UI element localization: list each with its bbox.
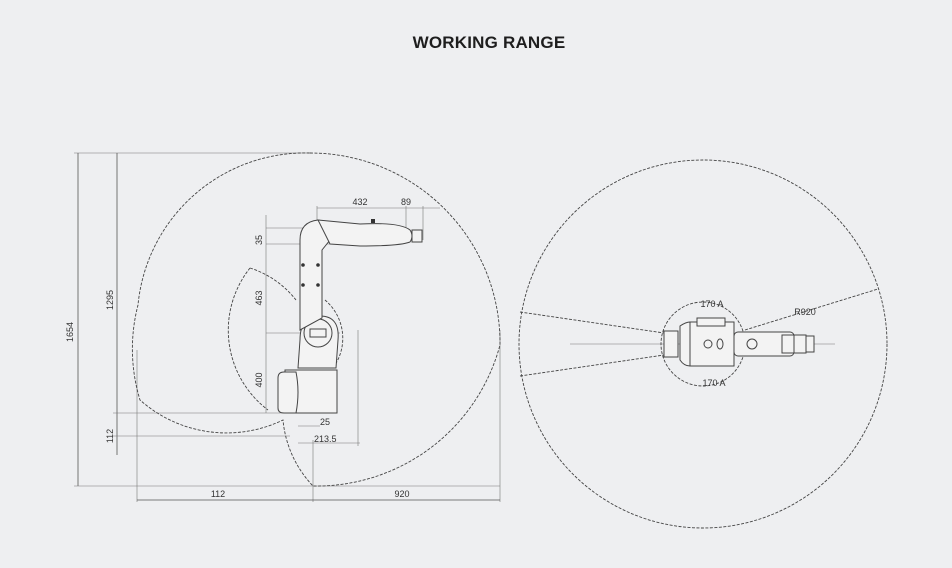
dim-base-offset: 112 bbox=[105, 429, 115, 443]
dim-arm-length: 432 bbox=[352, 197, 367, 207]
dim-wrist-length: 89 bbox=[401, 197, 411, 207]
dim-wrist-offset: 35 bbox=[254, 235, 264, 245]
dim-total-height: 1654 bbox=[65, 322, 75, 342]
dim-base-depth: 213.5 bbox=[314, 434, 337, 444]
robot-side-icon bbox=[277, 219, 423, 414]
dim-reach-height: 1295 bbox=[105, 290, 115, 310]
top-view: 170 A 170 A R920 bbox=[518, 159, 888, 529]
dim-base-height: 400 bbox=[254, 372, 264, 387]
dim-bottom-left: 112 bbox=[211, 489, 225, 499]
angle-bottom-label: 170 A bbox=[702, 378, 725, 388]
dim-base-offset-small: 25 bbox=[320, 417, 330, 427]
dim-bottom-right: 920 bbox=[394, 489, 409, 499]
side-view: 1654 1295 112 112 920 35 463 400 432 89 … bbox=[65, 152, 501, 502]
page-title: WORKING RANGE bbox=[412, 33, 566, 52]
robot-top-icon bbox=[663, 317, 815, 367]
dim-upper-arm: 463 bbox=[254, 290, 264, 305]
radius-label: R920 bbox=[794, 307, 816, 317]
angle-top-label: 170 A bbox=[700, 299, 723, 309]
